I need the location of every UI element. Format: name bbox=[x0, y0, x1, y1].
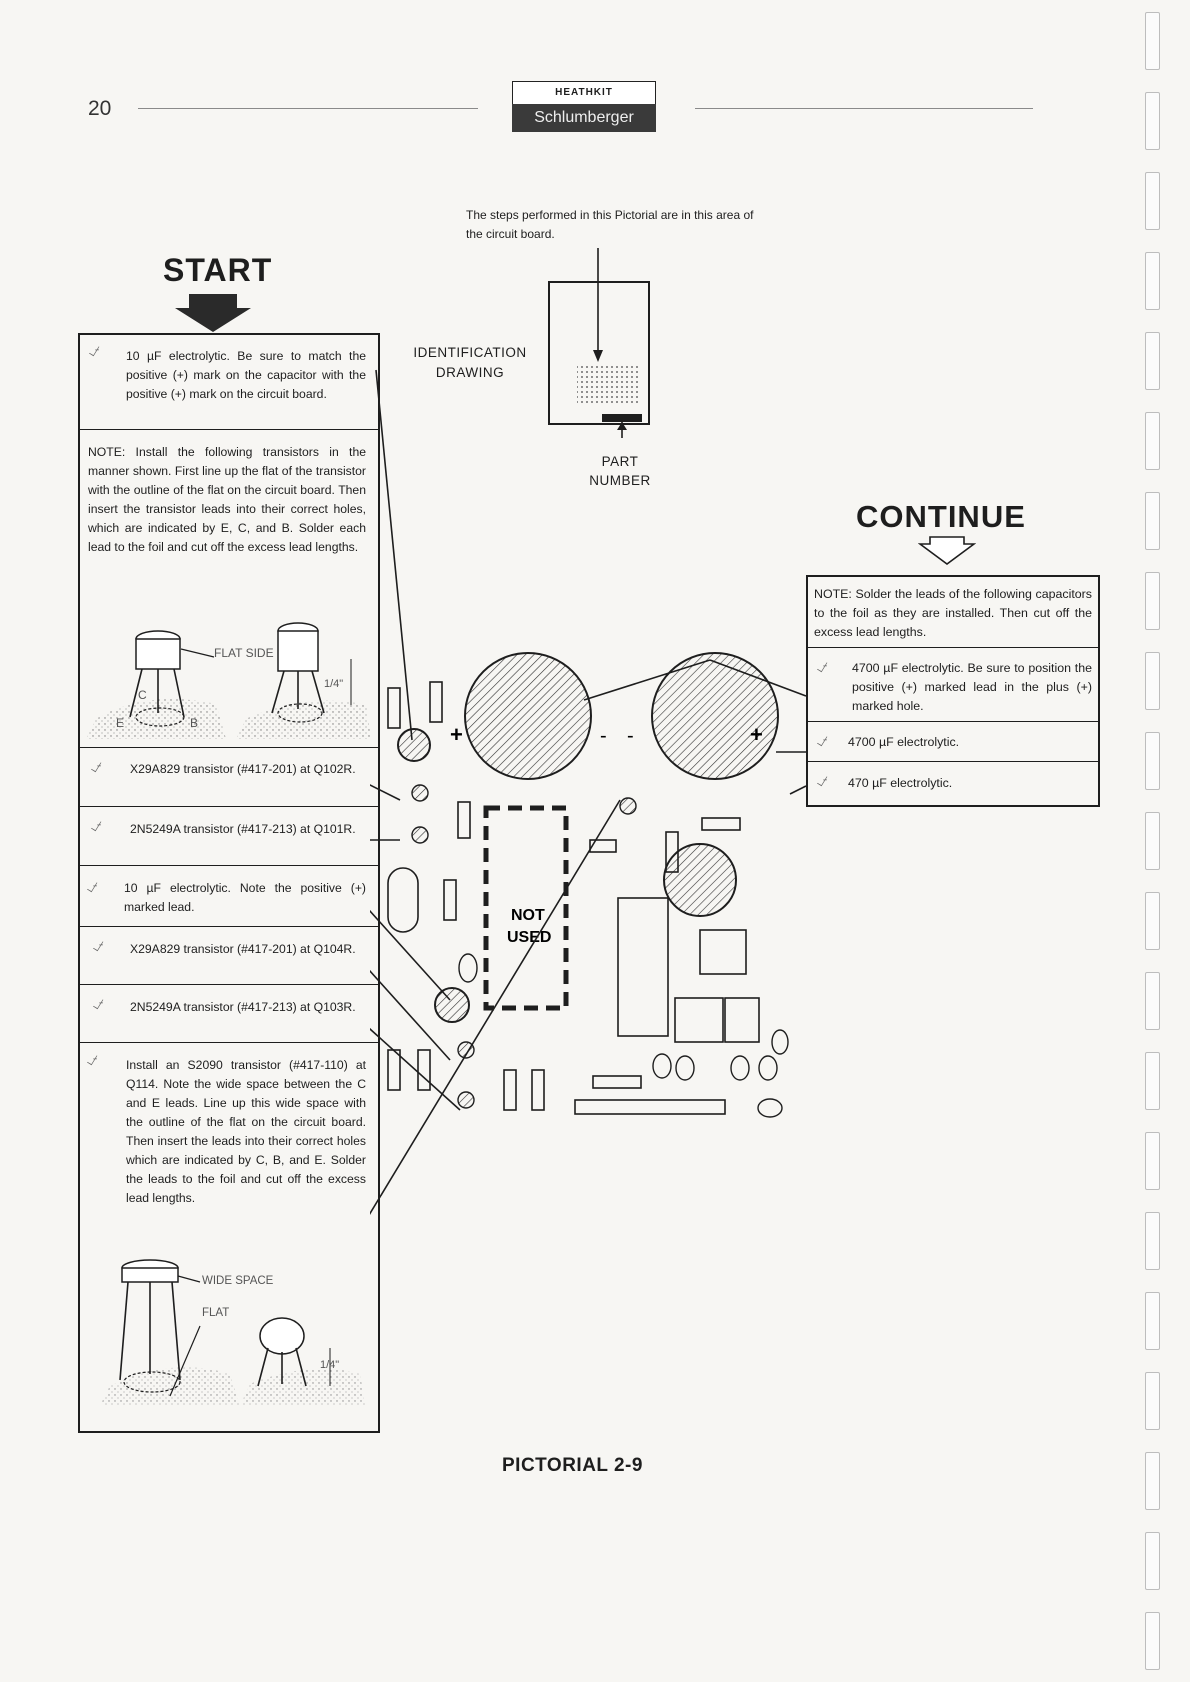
transistor-icon bbox=[271, 622, 325, 723]
header-rule-right bbox=[695, 108, 1033, 109]
transistor-icon bbox=[129, 630, 185, 727]
capacitor-icon bbox=[651, 652, 779, 780]
header-rule-left bbox=[138, 108, 478, 109]
circuit-board-drawing: + + - - NOT USED bbox=[387, 652, 789, 1118]
svg-text:FLAT SIDE: FLAT SIDE bbox=[214, 646, 274, 660]
check-mark-icon[interactable]: ⍻ bbox=[86, 876, 96, 897]
start-title: START bbox=[163, 252, 273, 288]
brand-logo: HEATHKIT Schlumberger bbox=[512, 81, 656, 132]
step-capacitor-470uf: ⍻ 470 µF electrolytic. bbox=[816, 770, 953, 791]
svg-text:1/4": 1/4" bbox=[320, 1359, 339, 1371]
start-steps-panel: ⍻ 10 µF electrolytic. Be sure to match t… bbox=[78, 333, 380, 1433]
binder-hole bbox=[1145, 812, 1160, 870]
continue-title: CONTINUE bbox=[856, 499, 1026, 534]
svg-text:-: - bbox=[627, 725, 634, 747]
step-capacitor-10uf-2: ⍻ 10 µF electrolytic. Note the positive … bbox=[80, 869, 378, 927]
page-number: 20 bbox=[88, 97, 112, 120]
identification-drawing bbox=[548, 248, 650, 438]
binder-hole bbox=[1145, 92, 1160, 150]
binder-hole bbox=[1145, 492, 1160, 550]
svg-text:E: E bbox=[116, 716, 124, 730]
transistor-install-figure: FLAT SIDE 1/4" C E B bbox=[86, 622, 371, 739]
continue-note: NOTE: Solder the leads of the following … bbox=[808, 577, 1098, 648]
transistor-icon bbox=[257, 1317, 307, 1387]
binder-hole bbox=[1145, 572, 1160, 630]
identification-label: IDENTIFICATION DRAWING bbox=[413, 345, 527, 380]
svg-text:C: C bbox=[138, 688, 147, 702]
leader-lines bbox=[370, 369, 807, 1216]
capacitor-icon bbox=[434, 987, 470, 1023]
svg-text:NOT: NOT bbox=[511, 907, 545, 924]
check-mark-icon[interactable]: ⍻ bbox=[86, 1049, 96, 1070]
check-mark-icon[interactable]: ⍻ bbox=[90, 756, 100, 777]
capacitor-icon bbox=[663, 843, 737, 917]
step-capacitor-4700uf: ⍻ 4700 µF electrolytic. Be sure to posit… bbox=[808, 651, 1098, 722]
check-mark-icon[interactable]: ⍻ bbox=[90, 815, 100, 836]
check-mark-icon[interactable]: ⍻ bbox=[816, 656, 826, 677]
step-capacitor-10uf: ⍻ 10 µF electrolytic. Be sure to match t… bbox=[80, 335, 378, 430]
continue-steps-panel: NOTE: Solder the leads of the following … bbox=[806, 575, 1100, 807]
check-mark-icon[interactable]: ⍻ bbox=[816, 730, 826, 751]
arrow-down-icon bbox=[175, 294, 251, 332]
binder-hole bbox=[1145, 652, 1160, 710]
svg-text:B: B bbox=[190, 716, 198, 730]
svg-text:WIDE SPACE: WIDE SPACE bbox=[202, 1275, 274, 1287]
binder-hole bbox=[1145, 1212, 1160, 1270]
brand-heathkit: HEATHKIT bbox=[512, 81, 656, 104]
capacitor-icon bbox=[397, 728, 431, 762]
binder-hole bbox=[1145, 1612, 1160, 1670]
check-mark-icon[interactable]: ⍻ bbox=[88, 340, 98, 361]
binder-hole bbox=[1145, 1452, 1160, 1510]
transistor-icon bbox=[119, 1259, 181, 1393]
area-note: The steps performed in this Pictorial ar… bbox=[466, 208, 754, 241]
svg-text:-: - bbox=[600, 725, 607, 747]
step-capacitor-4700uf-2: ⍻ 4700 µF electrolytic. bbox=[808, 725, 1098, 762]
step-q104r: ⍻ X29A829 transistor (#417-201) at Q104R… bbox=[80, 930, 378, 985]
capacitor-icon bbox=[464, 652, 592, 780]
arrow-down-icon bbox=[918, 536, 976, 565]
binder-hole bbox=[1145, 732, 1160, 790]
svg-text:+: + bbox=[450, 722, 463, 747]
binder-hole bbox=[1145, 1532, 1160, 1590]
svg-text:1/4": 1/4" bbox=[324, 678, 343, 690]
svg-text:FLAT: FLAT bbox=[202, 1307, 229, 1319]
binder-hole bbox=[1145, 1292, 1160, 1350]
step-q102r: ⍻ X29A829 transistor (#417-201) at Q102R… bbox=[80, 751, 378, 807]
pictorial-caption: PICTORIAL 2-9 bbox=[502, 1455, 643, 1476]
part-number-label: PART NUMBER bbox=[589, 454, 651, 488]
binder-hole bbox=[1145, 332, 1160, 390]
binder-hole bbox=[1145, 892, 1160, 950]
svg-text:+: + bbox=[750, 722, 763, 747]
step-transistor-note: NOTE: Install the following transistors … bbox=[80, 433, 378, 748]
binder-hole bbox=[1145, 1052, 1160, 1110]
brand-schlumberger: Schlumberger bbox=[512, 104, 656, 132]
step-q101r: ⍻ 2N5249A transistor (#417-213) at Q101R… bbox=[80, 810, 378, 866]
binder-hole bbox=[1145, 172, 1160, 230]
binder-hole bbox=[1145, 972, 1160, 1030]
binder-hole bbox=[1145, 1132, 1160, 1190]
binder-hole bbox=[1145, 12, 1160, 70]
binder-hole bbox=[1145, 252, 1160, 310]
check-mark-icon[interactable]: ⍻ bbox=[816, 770, 826, 791]
binder-hole bbox=[1145, 412, 1160, 470]
binder-hole bbox=[1145, 1372, 1160, 1430]
step-q103r: ⍻ 2N5249A transistor (#417-213) at Q103R… bbox=[80, 988, 378, 1043]
check-mark-icon[interactable]: ⍻ bbox=[92, 935, 102, 956]
check-mark-icon[interactable]: ⍻ bbox=[92, 993, 102, 1014]
step-q114: ⍻ Install an S2090 transistor (#417-110)… bbox=[80, 1046, 378, 1431]
s2090-transistor-figure: WIDE SPACE FLAT 1/4" bbox=[100, 1259, 365, 1406]
